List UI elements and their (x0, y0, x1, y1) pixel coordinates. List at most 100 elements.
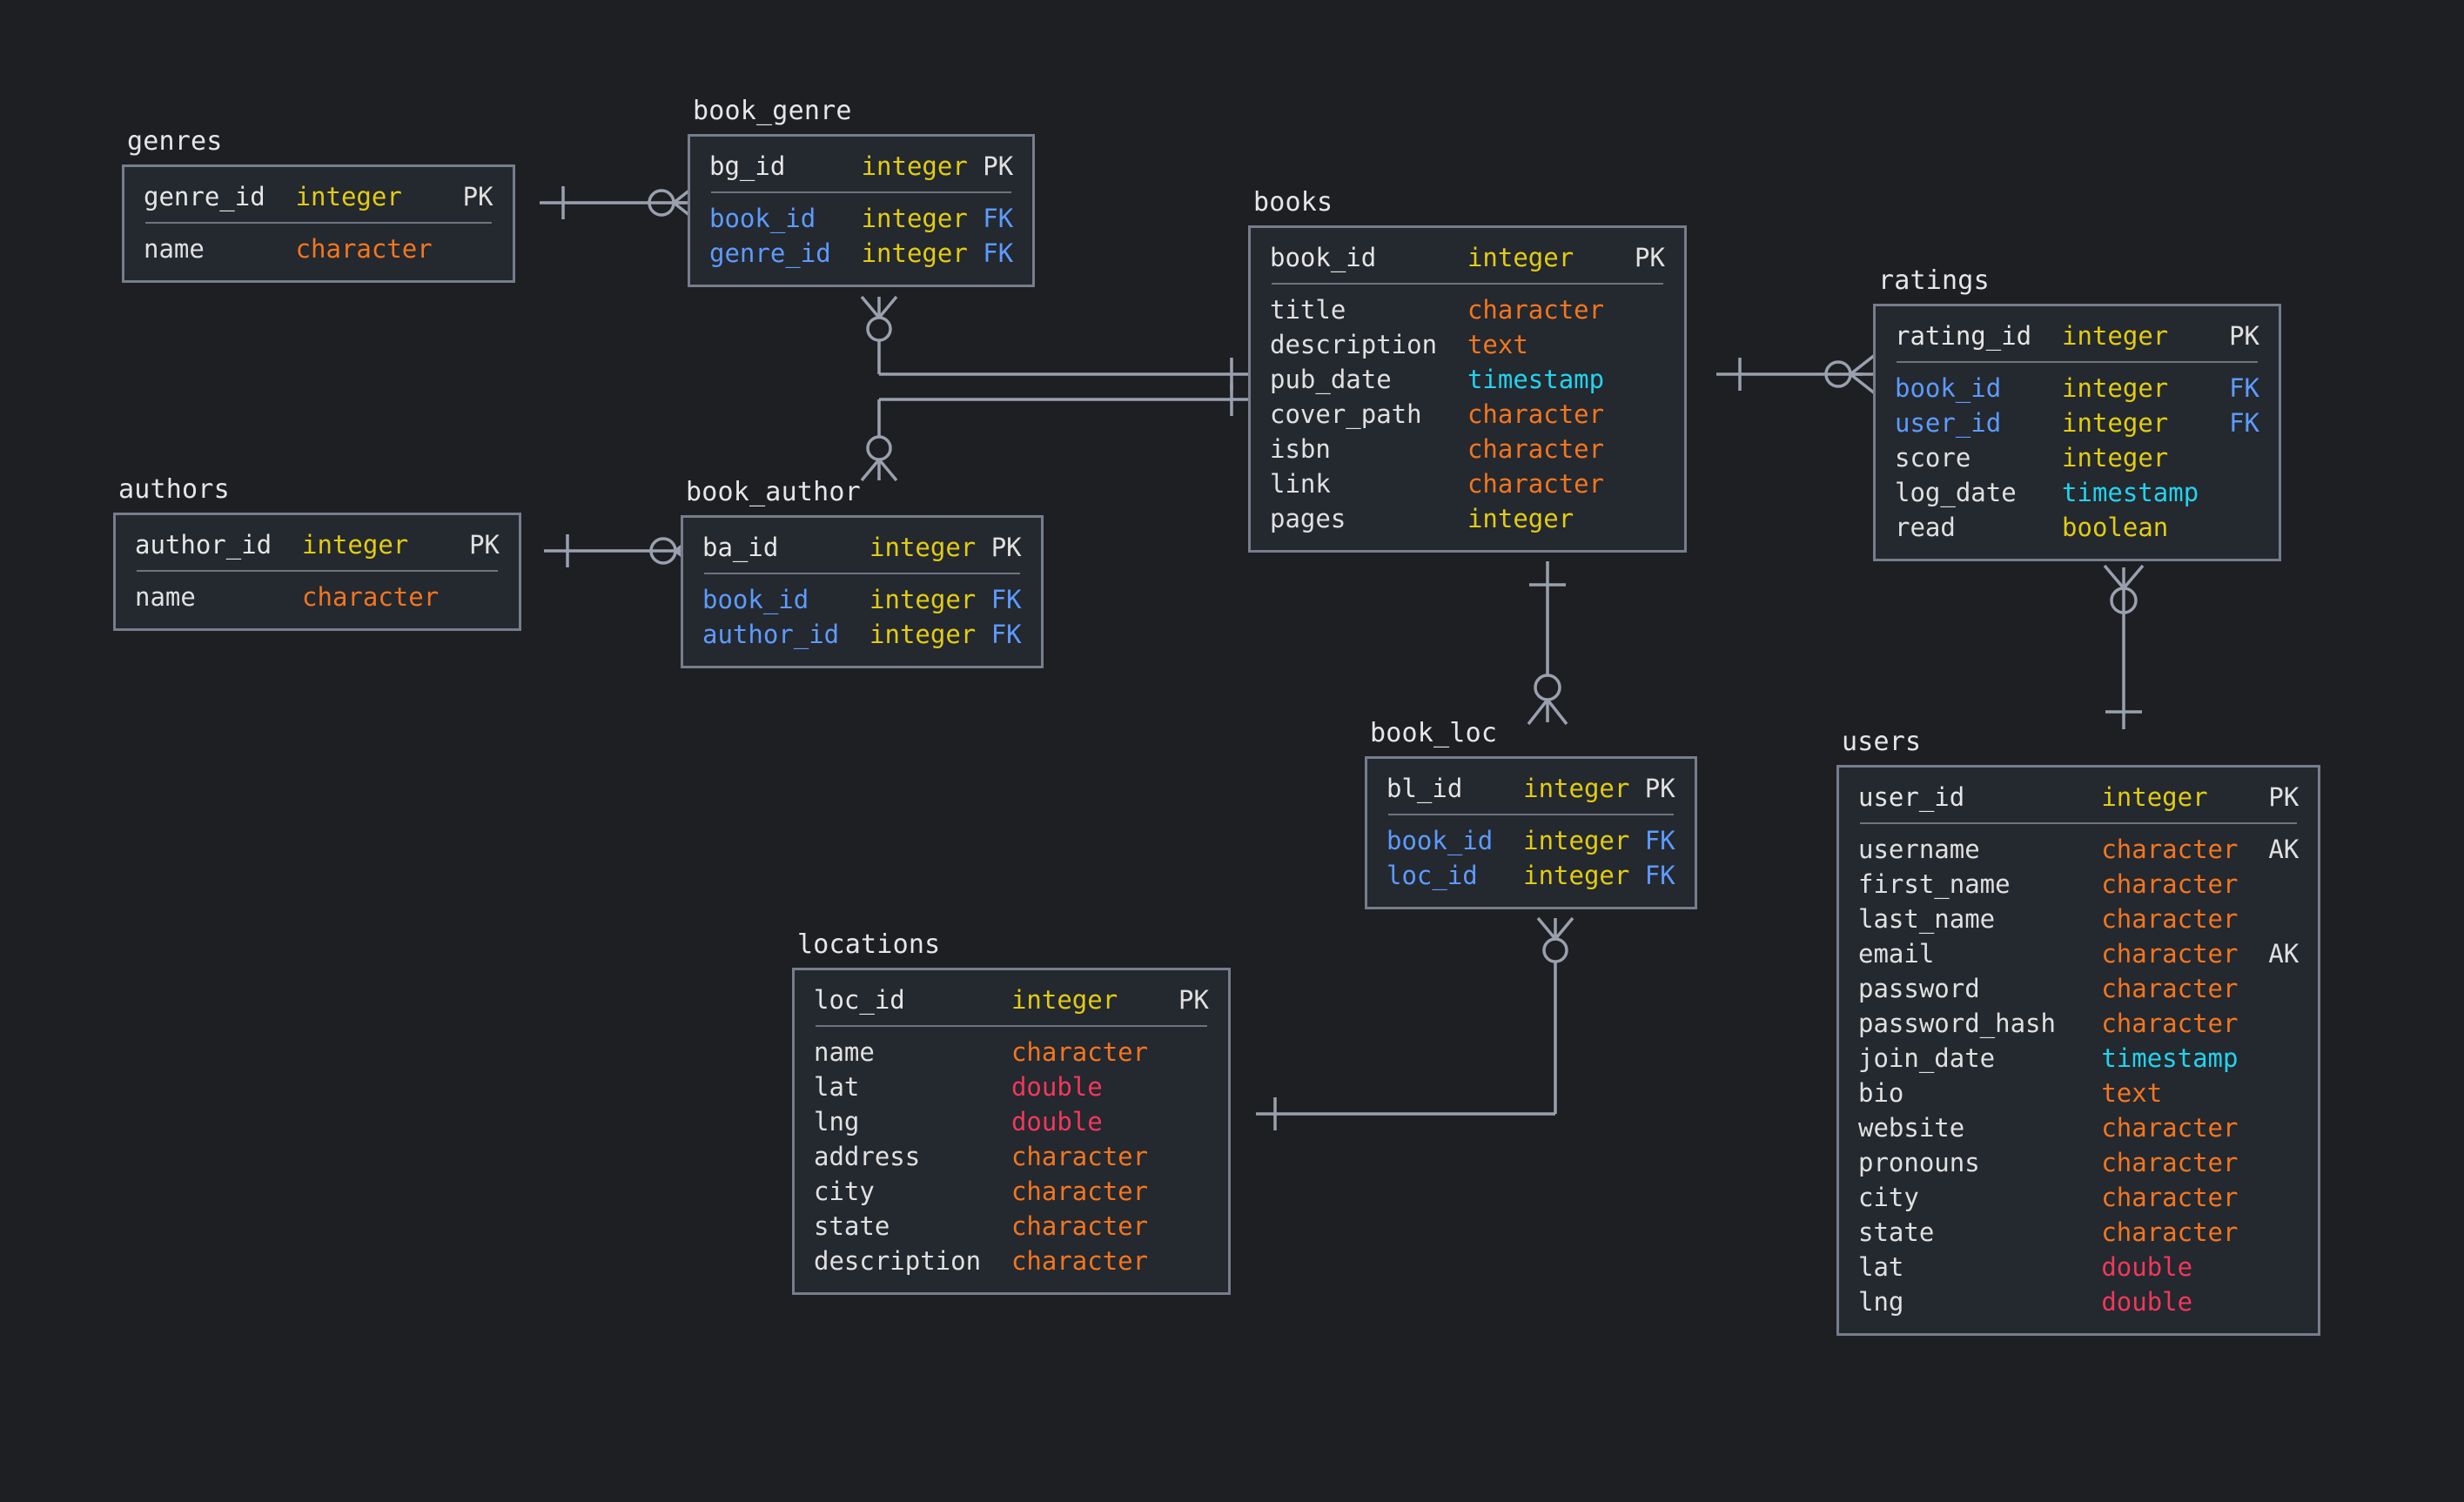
field-name: lng (814, 1107, 860, 1137)
entity-divider (711, 191, 1012, 193)
connector-authors-book-author (544, 530, 702, 572)
entity-title-book-author: book_author (686, 477, 861, 507)
field-key-badge: FK (983, 238, 1014, 268)
field-name: score (1895, 443, 1971, 473)
field-name: cover_path (1270, 399, 1422, 429)
field-name: log_date (1895, 478, 2017, 507)
field-key-badge: AK (2268, 939, 2300, 969)
field-type: integer (2062, 321, 2169, 351)
field-type: character (2101, 835, 2239, 864)
field-name: username (1858, 835, 1980, 864)
field-type: character (295, 234, 433, 264)
field-name: user_id (1858, 782, 1965, 812)
field-key-badge: FK (990, 620, 1022, 649)
field-name: join_date (1858, 1043, 1996, 1073)
connector-ratings-users (2103, 564, 2145, 729)
field-name: bio (1858, 1078, 1904, 1108)
field-key-badge: FK (2229, 373, 2260, 403)
field-name: pronouns (1858, 1148, 1980, 1177)
field-type: integer (1523, 826, 1630, 855)
pk-field-row: user_id integer PK (1858, 780, 2299, 815)
connector-genres-book-genre (540, 182, 700, 224)
field-type: double (2101, 1287, 2193, 1317)
field-name: book_id (1270, 243, 1377, 272)
field-type: character (1010, 1177, 1149, 1206)
field-type: character (1467, 295, 1605, 325)
field-type: integer (861, 151, 968, 181)
field-type: boolean (2062, 513, 2169, 542)
field-name: password (1858, 974, 1980, 1003)
field-type: character (1010, 1142, 1149, 1171)
field-type: integer (2062, 408, 2169, 438)
field-type: integer (2062, 373, 2169, 403)
entity-divider (704, 573, 1020, 574)
field-row: read boolean (1895, 510, 2259, 545)
field-name: book_id (709, 204, 816, 233)
entity-divider (145, 222, 492, 224)
field-type: integer (302, 530, 409, 560)
field-type: integer (861, 238, 968, 268)
field-name: name (814, 1037, 875, 1067)
field-key-badge: PK (983, 151, 1014, 181)
field-name: author_id (135, 530, 272, 560)
connector-books-book-author (860, 383, 1248, 482)
field-name: password_hash (1858, 1009, 2056, 1038)
field-type: text (2101, 1078, 2163, 1108)
field-key-badge: PK (2268, 782, 2300, 812)
field-type: character (1467, 399, 1605, 429)
field-name: read (1895, 513, 1956, 542)
field-row: score integer (1895, 440, 2259, 475)
field-type: integer (1010, 985, 1118, 1015)
field-name: book_id (1895, 373, 2002, 403)
connector-locations-book-loc (1256, 916, 1574, 1130)
field-name: first_name (1858, 869, 2011, 899)
field-type: character (2101, 1113, 2239, 1143)
field-type: integer (2062, 443, 2169, 473)
field-row: cover_path character (1270, 397, 1665, 432)
field-name: state (1858, 1217, 1935, 1247)
field-key-badge: PK (1644, 774, 1675, 803)
field-name: description (814, 1246, 982, 1276)
field-type: integer (2101, 782, 2208, 812)
field-name: user_id (1895, 408, 2002, 438)
field-name: rating_id (1895, 321, 2032, 351)
connector-books-book-genre (860, 295, 1248, 391)
